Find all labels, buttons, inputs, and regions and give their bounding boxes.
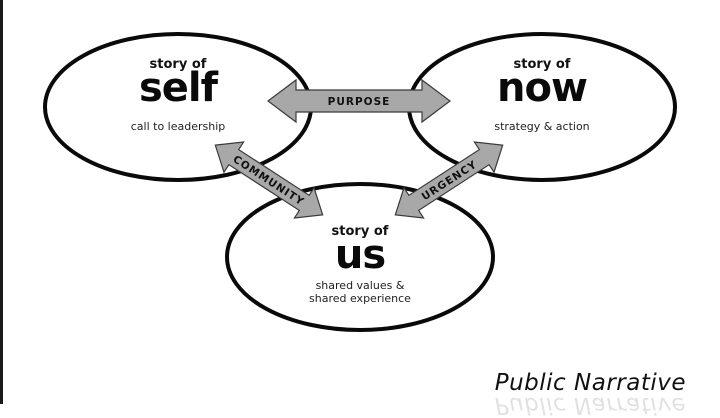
purpose-label: PURPOSE <box>328 96 391 108</box>
us-subtitle-line2: shared experience <box>309 292 411 305</box>
circle-us <box>225 182 495 332</box>
now-subtitle: strategy & action <box>494 120 589 133</box>
self-title: self <box>139 65 219 111</box>
self-subtitle: call to leadership <box>131 120 226 133</box>
left-border <box>0 0 3 404</box>
self-prefix: story of <box>150 57 207 72</box>
us-title: us <box>335 232 385 278</box>
footer-title: Public Narrative <box>494 370 686 396</box>
public-narrative-diagram: PURPOSE COMMUNITY URGENCY story of self … <box>43 32 677 332</box>
now-prefix: story of <box>514 57 571 72</box>
urgency-label: URGENCY <box>420 159 480 204</box>
us-prefix: story of <box>332 224 389 239</box>
us-subtitle-line1: shared values & <box>316 279 405 292</box>
footer-title-reflection: Public Narrative <box>494 392 686 418</box>
purpose-arrow: PURPOSE <box>267 78 451 124</box>
now-title: now <box>497 65 587 111</box>
